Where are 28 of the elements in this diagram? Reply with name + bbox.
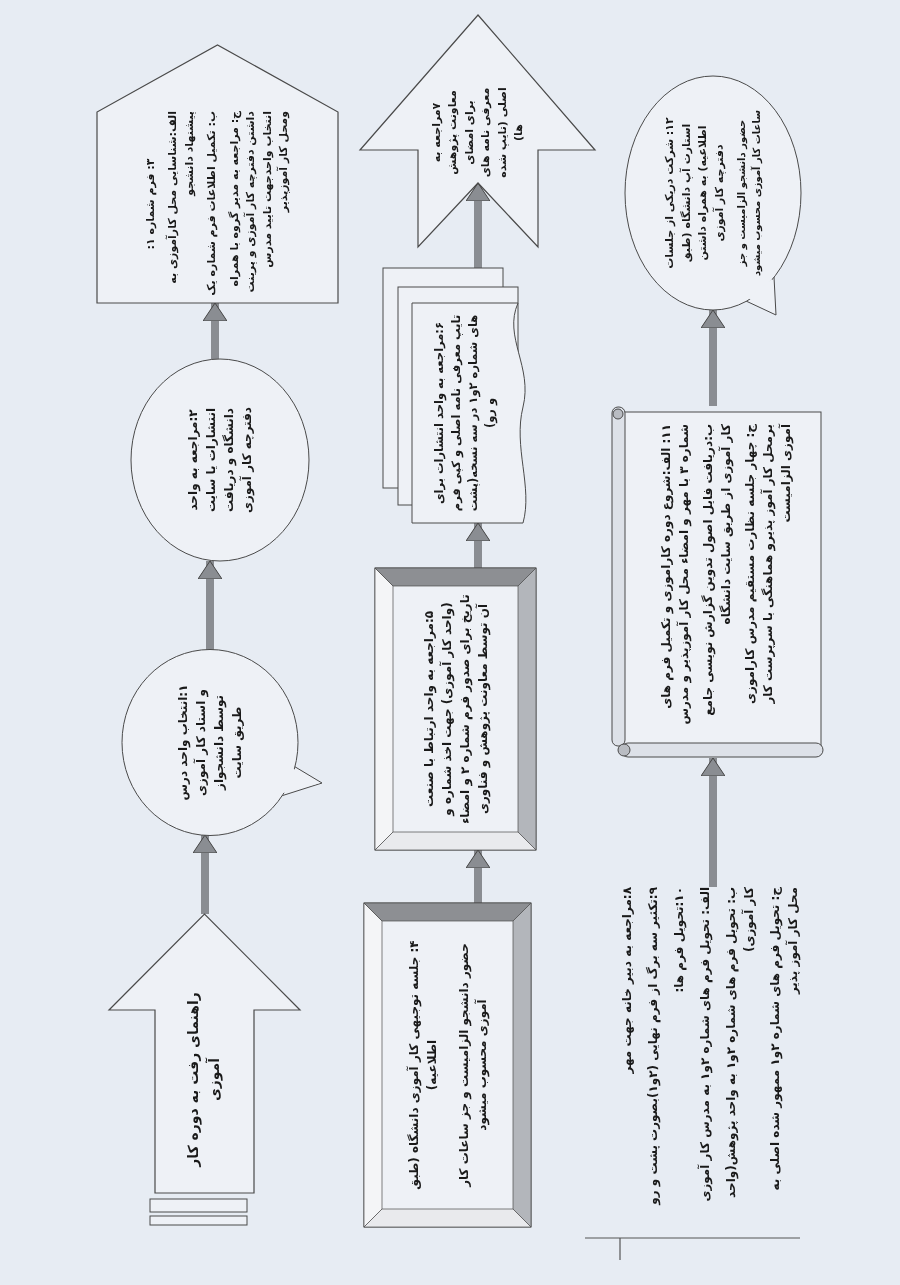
- step-text: ۴: جلسه توجیهی کار آموزی دانشگاه (طبق اطلاعیه): [405, 939, 440, 1192]
- step-text: ۷مراجعه به معاونت پژوهش برای امضای معرفی نامه های اصلی (تایپ شده ها): [428, 86, 526, 180]
- step-text: ۲:مراجعه به واحد انتشارات یا سایت دانشگاه و دریافت دفترچه کار آموزی: [185, 406, 256, 515]
- step-text: ۶:مراجعه به واحد انتشارات برای تایپ معرفی نامه اصلی و کپی فرم های شماره ۲و۱ در سه نسخه(پشت و رو): [430, 313, 499, 514]
- flow-arrow: [202, 302, 228, 359]
- step-text: حضور دانشجو الزامیست و جز ساعات کار آموزی محسوب میشود: [455, 942, 491, 1190]
- step-text: ج: تحویل فرم های شماره ۲و۱ ممهور شده اصلی به محل کار آموز پذیر: [767, 887, 802, 1193]
- step-text: ۱۱: الف:شروع دوره کاراموزی و تکمیل فرم های شماره ۳ با مهر و امضاء محل کار آموزپذیر و مدرس: [657, 424, 693, 727]
- title-text: راهنمای رفت به دوره کار آموزی: [184, 991, 224, 1170]
- step-text: الف:شناسایی محل کارآموزی به پیشنهاد دانشجو: [165, 111, 197, 286]
- step-text: ۵:مراجعه به واحد ارتباط با صنعت (واحد کار آموزی) جهت اخذ شماره و تاریخ برای صدور فرم شماره ۲ و امضاء آن توسط معاونت پژوهش و فناوری: [420, 594, 492, 824]
- step-text: حضور دانشجو الزامیست و جز ساعات کار آموزی محسوب میشود: [735, 109, 764, 278]
- step-text: ۱۰:تحویل فرم ها:: [671, 887, 688, 995]
- step-text: ب: تحویل فرم های شماره ۲و۱ به واحد پژوهش(واحد کار آموزی): [723, 887, 758, 1200]
- flow-arrow: [192, 834, 218, 914]
- flow-arrow: [465, 849, 491, 903]
- step-text: ب:دریافت فایل اصول تدوین گزارش نویسی جامع کار آموزی از طریق سایت دانشگاه: [699, 424, 735, 718]
- step-text: ۱:انتخاب واحد درس و استاد کار آموزی توسط دانشجواز طریق سایت: [175, 683, 245, 803]
- step-text: ب: تکمیل اطلاعات فرم شماره یک: [204, 111, 219, 297]
- step-text: ۱۲: شرکت دریکی از جلسات استارت آپ دانشگاه (طبق اطلاعیه) به همراه داشتن دفترچه کار آموزی: [662, 116, 727, 271]
- flow-arrow: [197, 560, 223, 650]
- flow-arrow: [465, 522, 491, 568]
- step-text: ج: چهار جلسه نظارت مستقیم مدرس کاراموزی برمحل کار آموز پذیرو هماهنگی با سرپرست کار آموزی الزامیست: [741, 424, 795, 706]
- step-text: ۹:تکثیر سه برگ از فرم نهایی (۲و۱)بصورت پشت و رو: [645, 887, 662, 1208]
- step-text: ۸:مراجعه به دبیر خانه جهت مهر: [619, 887, 635, 1076]
- step-text: ج: مراجعه به مدیر گروه با همراه داشتن دفترچه کار آموزی و پرینت انتخاب واحدجهت تایید مدرس ومحل کار آموزپذیر: [226, 111, 291, 295]
- step-heading: ۳: فرم شماره ۱:: [142, 157, 158, 252]
- step-text: الف: تحویل فرم های شماره ۲و۱ به مدرس کار آموزی: [696, 887, 714, 1204]
